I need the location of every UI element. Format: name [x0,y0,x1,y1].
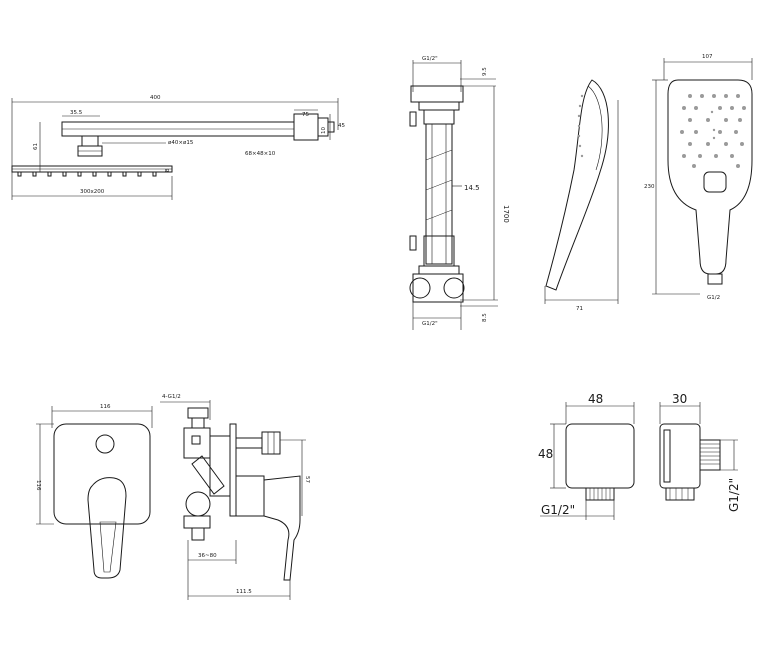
dim-mixer-ports: 4-G1/2 [162,394,181,400]
dim-mixer-height: 116 [35,480,41,491]
dim-bottom-offset: 8.5 [482,313,488,322]
nozzle-row [17,171,157,177]
dim-plate-size: 300x200 [80,189,105,195]
dim-outlet-width: 48 [588,392,603,406]
dim-mixer-total-depth: 111.5 [236,589,252,595]
dim-install-range: 36~80 [198,553,217,559]
dim-mixer-width: 116 [100,404,111,410]
wall-outlet-side-view: 30 G1/2" [659,392,741,512]
dim-hose-diameter: 14.5 [464,184,480,192]
dim-height: 61 [33,143,39,150]
overhead-shower-view: 400 35.5 75 45 10 ø40×ø15 68×48×10 61 [11,95,345,200]
hand-shower-front-view: 107 [644,54,753,301]
dim-pipe-size: ø40×ø15 [168,140,194,146]
hand-shower-side-nozzles [577,94,584,158]
hose-hatching [425,149,453,221]
hand-shower-side-view: 71 [544,79,619,312]
hand-shower-thread: G1/2 [707,295,720,301]
thread-top-label: G1/2" [422,56,438,62]
dim-mixer-body-depth: 57 [304,476,310,483]
hand-shower-front-nozzles [680,94,746,168]
dim-arm-offset: 35.5 [70,110,83,116]
dim-outlet-depth: 30 [672,392,687,406]
dim-top-offset: 9.5 [482,67,488,76]
wall-outlet-front-view: 48 48 G1/2" [538,392,635,520]
outlet-thread-side: G1/2" [727,478,741,512]
outlet-thread-front: G1/2" [541,503,575,517]
dim-total-length: 400 [150,95,161,101]
dim-flange-height: 45 [338,123,345,129]
slide-bar-view: G1/2" 9.5 14.5 1700 [409,56,510,330]
dim-hand-shower-depth: 71 [576,306,583,312]
dim-hand-shower-width: 107 [702,54,713,60]
dim-plate-thickness: 8 [165,168,171,172]
dim-outlet-height: 48 [538,447,553,461]
mixer-side-view: 4-G1/2 57 36~80 11 [160,394,310,600]
dim-arm-section: 68×48×10 [245,151,276,157]
mixer-front-view: 116 116 [35,404,153,579]
dim-flange-depth: 10 [321,127,327,134]
dim-hand-shower-length: 230 [644,184,655,190]
thread-bottom-label: G1/2" [422,321,438,327]
dim-hose-length: 1700 [502,205,510,223]
dim-flange-width: 75 [302,112,309,118]
